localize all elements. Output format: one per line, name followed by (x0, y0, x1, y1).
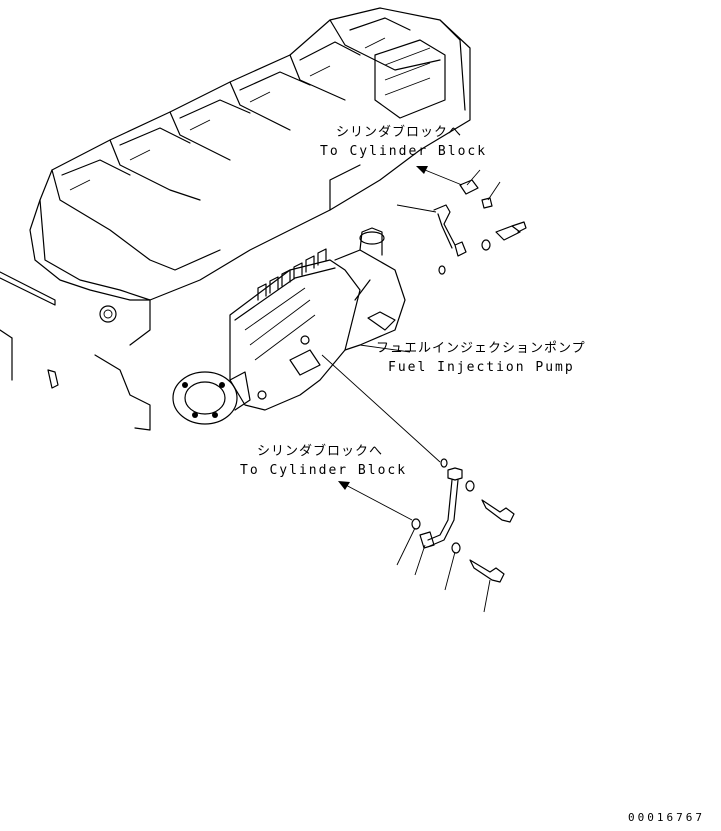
delivery-valves (257, 248, 327, 301)
to-cylinder-block-top-jp-label: シリンダブロックへ (336, 125, 463, 140)
direction-arrows (338, 166, 463, 521)
fuel-injection-pump (172, 227, 406, 425)
lower-pipe-assembly (411, 458, 515, 583)
engine-block (0, 7, 471, 431)
to-cylinder-block-bottom-jp-label: シリンダブロックへ (257, 444, 384, 459)
fuel-injection-pump-en-label: Fuel Injection Pump (388, 360, 575, 375)
to-cylinder-block-top-en-label: To Cylinder Block (320, 144, 488, 159)
to-cylinder-block-bottom-en-label: To Cylinder Block (240, 463, 408, 478)
drawing-code: 00016767 (628, 811, 705, 824)
fuel-injection-pump-jp-label: フュエルインジェクションポンプ (376, 341, 586, 356)
leader-lines (321, 169, 501, 613)
upper-pipe-assembly (354, 179, 527, 301)
